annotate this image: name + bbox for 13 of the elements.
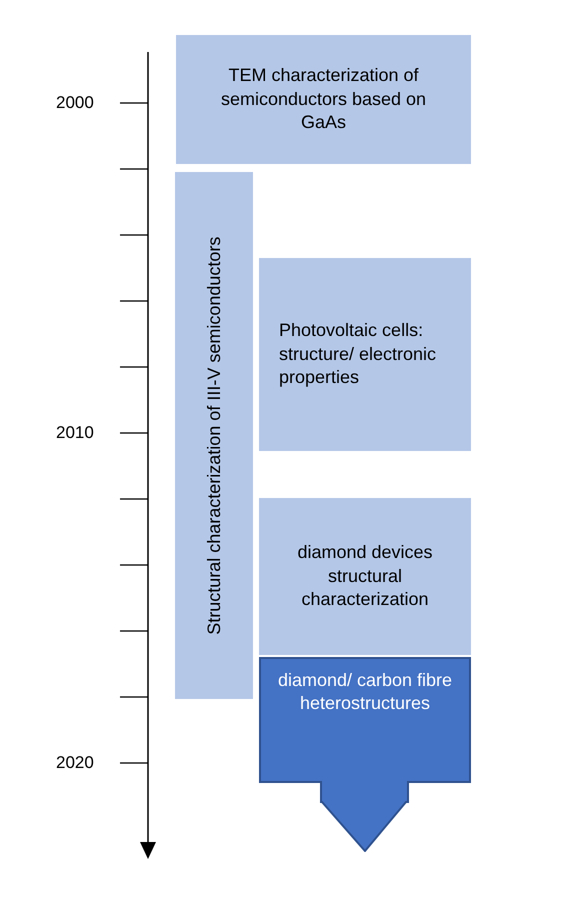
box-text: TEM characterization of semiconductors based on GaAs — [220, 64, 428, 134]
period-box — [259, 258, 471, 451]
year-label: 2020 — [56, 753, 94, 773]
period-box — [259, 498, 471, 655]
year-label: 2000 — [56, 93, 94, 113]
arrow-shaped-box — [259, 657, 471, 852]
box-text: Photovoltaic cells: structure/ electronic properties — [279, 319, 438, 390]
box-text: diamond devices structural characterization — [296, 541, 434, 612]
box-text: diamond/ carbon fibre heterostructures — [276, 669, 454, 716]
vertical-band — [175, 172, 253, 699]
period-box — [176, 35, 471, 164]
year-label: 2010 — [56, 423, 94, 443]
box-text: Structural characterization of III-V semiconductors — [202, 235, 224, 636]
